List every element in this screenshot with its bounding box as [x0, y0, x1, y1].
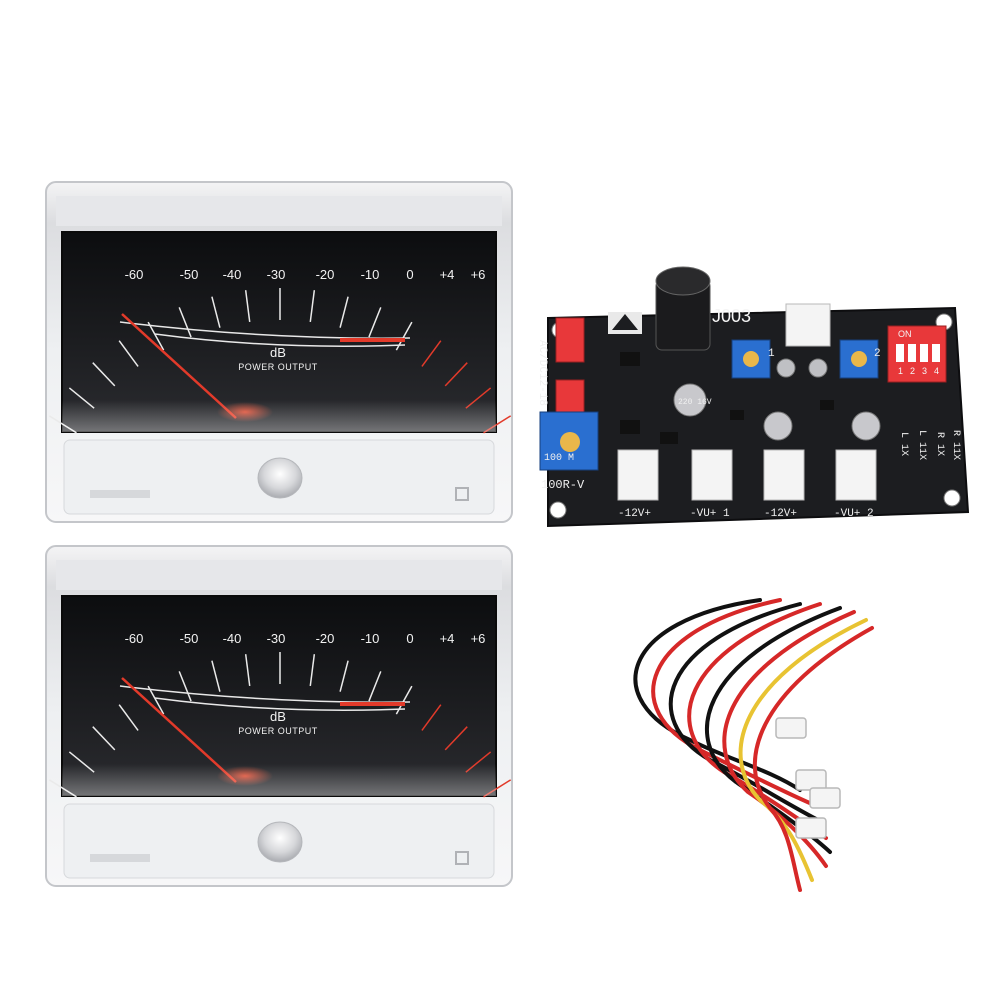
range-label: R 1X [934, 432, 945, 456]
connector-label: -12V+ [618, 508, 651, 520]
scale-label: 0 [406, 267, 413, 282]
connector-label: -VU+ 1 [690, 508, 730, 520]
scale-tick [147, 685, 165, 715]
scale-label: -20 [316, 267, 335, 282]
scale-tick [339, 296, 349, 328]
scale-label: -30 [267, 631, 286, 646]
scale-label: +4 [440, 267, 455, 282]
channel-mark: 2 [874, 348, 881, 360]
scale-label: -10 [361, 267, 380, 282]
led-header [555, 379, 585, 417]
switch-on-label: ON [898, 329, 912, 339]
scale-tick [118, 340, 139, 367]
scale-tick [178, 671, 192, 702]
scale-tick [444, 362, 468, 387]
scale-label: -40 [223, 267, 242, 282]
scale-tick [368, 307, 382, 338]
scale-tick [244, 290, 251, 323]
scale-tick [339, 660, 349, 692]
caption-label: POWER OUTPUT [238, 726, 318, 736]
scale-tick [118, 704, 139, 731]
scale-tick [211, 660, 221, 692]
caption-label: POWER OUTPUT [238, 362, 318, 372]
scale-tick [244, 654, 251, 687]
scale-tick [421, 340, 442, 367]
connector-label: -VU+ 2 [834, 508, 874, 520]
scale-tick [211, 296, 221, 328]
zero-adjust-screw [257, 821, 303, 863]
driver-board: J003 AC/DC12-18 100 M 100R-V ON 1 2 3 4 [536, 266, 970, 528]
scale-tick [368, 671, 382, 702]
connector-vu-2 [835, 449, 877, 501]
scale-label: -50 [180, 267, 199, 282]
scale-label: +6 [471, 631, 486, 646]
channel-mark: 1 [768, 348, 775, 360]
scale-label: 0 [406, 631, 413, 646]
unit-label: dB [270, 345, 286, 360]
switch-number: 4 [934, 366, 939, 376]
switch-number: 1 [898, 366, 903, 376]
scale-tick [309, 290, 316, 323]
pot-marking: 100 M [544, 453, 574, 464]
range-label: R 11X [950, 430, 961, 460]
vu-meter-top: -60 -50 -40 -30 -20 -10 0 +4 +6 dB POWER… [45, 181, 513, 523]
meter-face [61, 231, 497, 433]
scale-label: -50 [180, 631, 199, 646]
scale-label: +4 [440, 631, 455, 646]
scale-tick [178, 307, 192, 338]
vu-meter-bottom: -60 -50 -40 -30 -20 -10 0 +4 +6 dB POWER… [45, 545, 513, 887]
switch-number: 2 [910, 366, 915, 376]
scale-label: -60 [125, 631, 144, 646]
scale-label: -60 [125, 267, 144, 282]
connector-power-1 [617, 449, 659, 501]
scale-label: -40 [223, 631, 242, 646]
range-label: L 1X [898, 432, 909, 456]
scale-label: -10 [361, 631, 380, 646]
scale-tick [147, 321, 165, 351]
scale-tick [444, 726, 468, 751]
scale-ticks [48, 288, 512, 434]
capacitor-marking: 220 16V [678, 398, 712, 407]
scale-label: +6 [471, 267, 486, 282]
unit-label: dB [270, 709, 286, 724]
board-model-label: J003 [712, 306, 751, 326]
scale-label: -20 [316, 631, 335, 646]
connector-label: -12V+ [764, 508, 797, 520]
scale-tick [421, 704, 442, 731]
zero-adjust-screw [257, 457, 303, 499]
meter-face [61, 595, 497, 797]
wire-harness [633, 598, 874, 892]
scale-tick [92, 362, 116, 387]
pot-label: 100R-V [541, 478, 585, 492]
scale-label: -30 [267, 267, 286, 282]
input-label: AC/DC12-18 [536, 340, 548, 406]
power-header [555, 317, 585, 363]
switch-number: 3 [922, 366, 927, 376]
range-label: L 11X [916, 430, 927, 460]
connector-vu-1 [691, 449, 733, 501]
connector-power-2 [763, 449, 805, 501]
scale-tick [309, 654, 316, 687]
scale-tick [92, 726, 116, 751]
input-connector [785, 303, 831, 347]
